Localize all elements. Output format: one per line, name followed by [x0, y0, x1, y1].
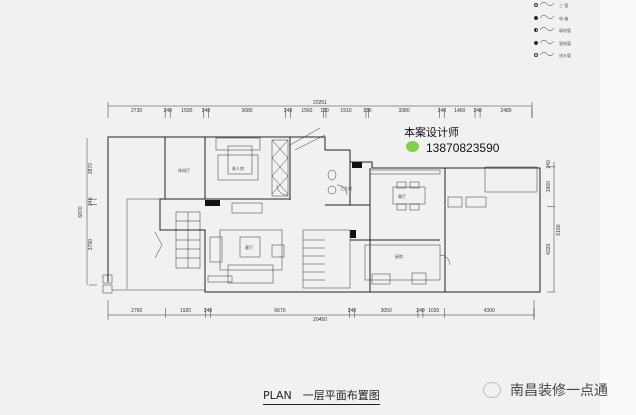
dimension-label: 240	[284, 108, 293, 114]
dimension-label: 240	[473, 108, 482, 114]
dimension-label: 240	[202, 108, 211, 114]
legend-label: 进水管	[559, 53, 571, 58]
wave-line-icon	[540, 2, 554, 6]
watermark: 南昌装修一点通	[510, 383, 608, 399]
legend-label: 强电管	[559, 40, 571, 46]
dimension-label: 240	[546, 160, 552, 169]
legend-label: 三 管	[559, 3, 569, 8]
dimension-label: 240	[348, 308, 357, 314]
walls	[159, 136, 541, 293]
dimension-label: 6670	[274, 308, 285, 314]
dimension-label: 3050	[381, 308, 392, 314]
plan-title: PLAN 一层平面布置图	[263, 387, 380, 405]
dimension-label: 1030	[428, 308, 439, 314]
half-circle-icon	[534, 28, 538, 32]
dimension-label: 130	[363, 108, 372, 114]
legend-label: 弱电管	[559, 28, 571, 33]
dimension-label: 240	[204, 308, 213, 314]
dimension-label: 20450	[313, 317, 327, 323]
dimension-label: 240	[416, 308, 425, 314]
filled-circle-icon	[534, 40, 538, 45]
dimension-label: 1560	[301, 108, 312, 114]
dimension-label: 130	[320, 108, 329, 114]
furniture	[154, 137, 487, 285]
dimension-label: 1910	[340, 108, 351, 114]
room-label-bathroom: 卫生间	[340, 185, 352, 191]
wave-line-icon	[540, 39, 554, 44]
wechat-icon	[406, 141, 419, 152]
dimension-label: 6870	[78, 206, 84, 217]
dimension-label: 6180	[556, 224, 562, 235]
room-label-dining: 餐厅	[398, 193, 406, 199]
terrace	[102, 136, 205, 294]
legend-item: 进水管	[534, 50, 604, 63]
open-circle-icon	[534, 53, 538, 57]
dimension-lines	[86, 102, 555, 320]
dimension-label: 4300	[484, 308, 495, 314]
designer-label: 本案设计师	[404, 126, 459, 139]
designer-phone: 13870823590	[426, 141, 500, 155]
legend-label: 电 箱	[559, 15, 569, 21]
dimension-label: 4220	[546, 243, 552, 254]
room-label-leisure: 休闲厅	[178, 167, 190, 173]
legend-item: 强电管	[534, 38, 604, 51]
dimension-label: 3380	[399, 108, 410, 114]
legend-item: 弱电管	[534, 25, 604, 38]
dimension-label: 2480	[500, 108, 511, 114]
legend-item: 电 箱	[534, 13, 604, 26]
legend-item: 三 管	[534, 0, 604, 13]
dimension-label: 1920	[180, 308, 191, 314]
page-margin	[600, 0, 636, 415]
dimension-label: 2730	[131, 108, 142, 114]
open-circle-icon	[534, 3, 538, 7]
filled-circle-icon	[534, 15, 538, 20]
dimension-label: 240	[164, 108, 173, 114]
dimension-label: 240	[438, 108, 447, 114]
room-label-living: 客厅	[245, 244, 253, 250]
dimension-label: 20251	[313, 100, 327, 106]
dimension-label: 2760	[131, 308, 142, 314]
room-label-bedroom: 老人房	[232, 165, 244, 171]
pipe-legend: 三 管 电 箱 弱电管 强电管 进水管	[534, 0, 604, 63]
wechat-logo-icon	[483, 382, 501, 398]
wave-line-icon	[540, 14, 554, 19]
staircase	[271, 127, 351, 289]
dimension-label: 240	[88, 197, 94, 206]
wave-line-icon	[540, 27, 554, 31]
dimension-label: 3680	[241, 108, 252, 114]
dimension-label: 1960	[546, 181, 552, 192]
dimension-label: 3790	[88, 239, 94, 250]
room-label-kitchen: 厨房	[395, 253, 403, 259]
wave-line-icon	[540, 52, 554, 56]
dimension-label: 1460	[454, 108, 465, 114]
dimension-label: 1590	[181, 108, 192, 114]
dimension-label: 2870	[88, 163, 94, 174]
